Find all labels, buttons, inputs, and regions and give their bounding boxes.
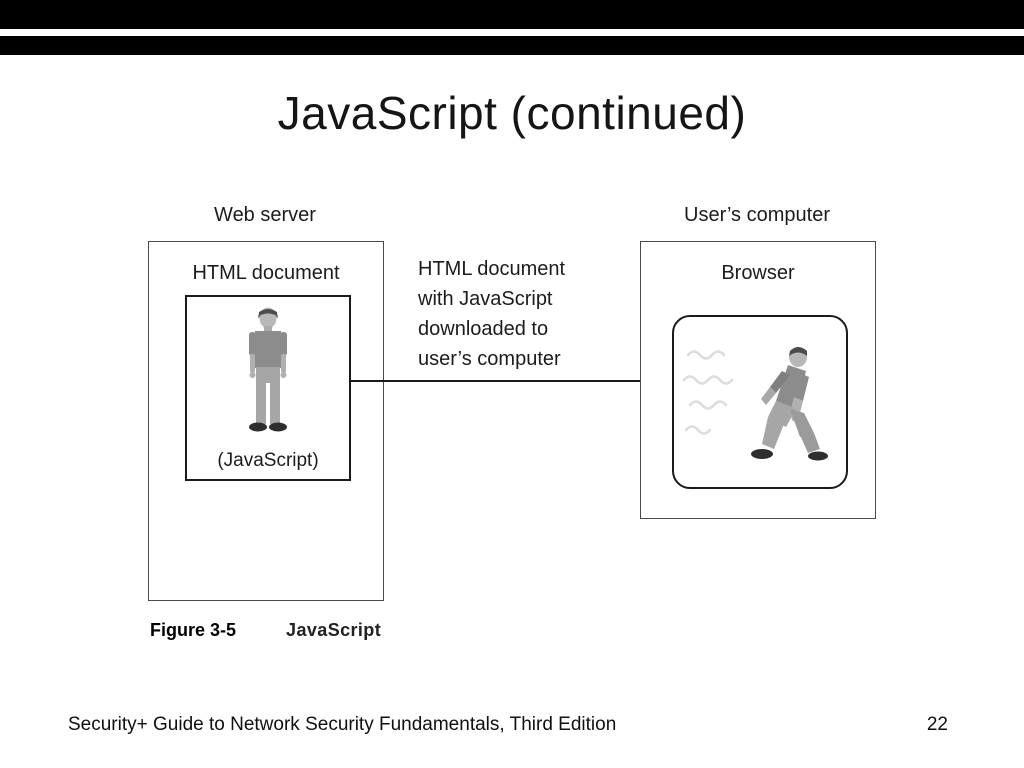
browser-label: Browser bbox=[721, 262, 795, 284]
browser-window-box bbox=[672, 315, 848, 489]
running-person-illustration bbox=[751, 347, 828, 461]
footer-text: Security+ Guide to Network Security Fund… bbox=[68, 714, 617, 735]
page-number: 22 bbox=[926, 714, 948, 735]
arrow-caption-line: with JavaScript bbox=[418, 288, 553, 310]
browser-content-illustration bbox=[682, 347, 828, 461]
arrow-caption-line: user’s computer bbox=[418, 348, 561, 370]
users-computer-box: Browser bbox=[640, 241, 876, 519]
squiggle-lines-icon bbox=[682, 350, 734, 435]
standing-person bbox=[249, 307, 287, 432]
javascript-label: (JavaScript) bbox=[217, 450, 319, 471]
slide-title: JavaScript (continued) bbox=[277, 87, 747, 139]
arrow-caption: HTML document with JavaScript downloaded… bbox=[418, 254, 565, 374]
web-server-label: Web server bbox=[214, 204, 316, 226]
users-computer-label: User’s computer bbox=[684, 204, 830, 226]
top-black-bar bbox=[0, 0, 1024, 29]
html-document-label: HTML document bbox=[192, 262, 340, 284]
standing-person-illustration bbox=[249, 307, 287, 432]
top-black-bar-secondary bbox=[0, 36, 1024, 55]
arrow-caption-line: HTML document bbox=[418, 258, 566, 280]
arrow-caption-line: downloaded to bbox=[418, 318, 549, 340]
figure-caption-row: Figure 3-5 JavaScript bbox=[150, 620, 381, 641]
figure-number: Figure 3-5 bbox=[150, 620, 237, 640]
html-document-box: (JavaScript) bbox=[185, 295, 351, 481]
download-arrow-icon bbox=[351, 374, 665, 388]
web-server-box: HTML document bbox=[148, 241, 384, 601]
figure-caption: JavaScript bbox=[286, 620, 382, 640]
